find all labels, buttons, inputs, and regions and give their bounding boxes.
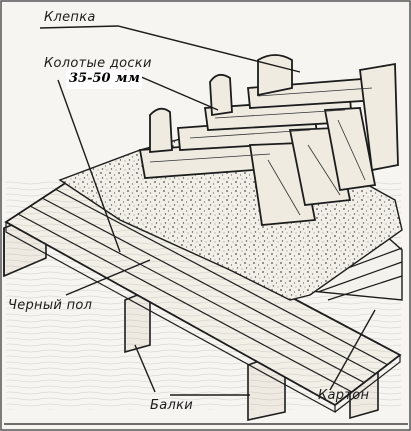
label-joists: Балки [150, 398, 193, 413]
board-grain [149, 87, 373, 216]
label-thickness: 35-50 мм [69, 71, 140, 86]
leader-lines [39, 25, 376, 396]
thickness-box [66, 70, 142, 89]
label-cardboard: Картон [318, 388, 370, 403]
label-riveting: Клепка [44, 10, 96, 25]
label-subfloor: Черный пол [8, 298, 93, 313]
label-split-boards: Колотые доски [44, 56, 152, 71]
split-boards [138, 54, 399, 226]
